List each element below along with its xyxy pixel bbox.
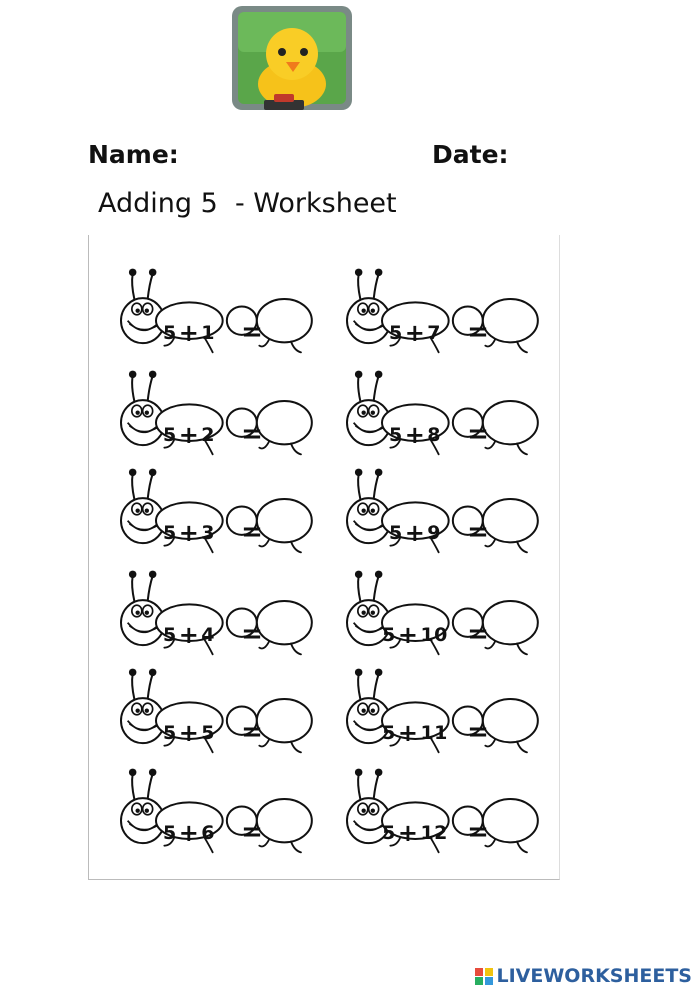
- problem-expression: 5+3: [162, 519, 216, 547]
- problem-expression: 5+6: [162, 819, 216, 847]
- answer-input[interactable]: [501, 615, 557, 655]
- ant-problem: 5+4 =: [101, 561, 331, 661]
- answer-input[interactable]: [275, 415, 331, 455]
- worksheet-area: 5+1 = 5+7 =: [88, 235, 560, 880]
- liveworksheets-logo-icon: [475, 968, 494, 985]
- ant-problem: 5+2 =: [101, 361, 331, 461]
- ant-drawing-icon: [346, 468, 539, 554]
- problem-expression: 5+2: [162, 421, 216, 449]
- ant-problem: 5+5 =: [101, 659, 331, 759]
- liveworksheets-brand[interactable]: LIVEWORKSHEETS: [474, 965, 692, 987]
- equals-sign: =: [467, 717, 489, 747]
- ant-drawing-icon: [346, 570, 539, 656]
- ant-problem: 5+12 =: [327, 759, 557, 859]
- equals-sign: =: [241, 317, 263, 347]
- equals-sign: =: [241, 817, 263, 847]
- answer-input[interactable]: [275, 513, 331, 553]
- answer-input[interactable]: [275, 713, 331, 753]
- equals-sign: =: [241, 717, 263, 747]
- ant-drawing-icon: [119, 768, 313, 854]
- problem-expression: 5+9: [388, 519, 442, 547]
- problem-expression: 5+7: [388, 319, 442, 347]
- problem-expression: 5+11: [382, 719, 448, 747]
- duck-at-chalkboard-icon: [232, 6, 352, 110]
- ant-drawing-icon: [119, 370, 313, 456]
- date-label: Date:: [432, 140, 509, 169]
- ant-problem: 5+1 =: [101, 259, 331, 359]
- equals-sign: =: [467, 817, 489, 847]
- answer-input[interactable]: [275, 313, 331, 353]
- problem-expression: 5+12: [382, 819, 448, 847]
- name-label: Name:: [88, 140, 179, 169]
- equals-sign: =: [241, 619, 263, 649]
- answer-input[interactable]: [501, 513, 557, 553]
- problem-expression: 5+1: [162, 319, 216, 347]
- ant-drawing-icon: [119, 668, 313, 754]
- equals-sign: =: [467, 317, 489, 347]
- ant-drawing-icon: [346, 268, 539, 354]
- brand-text: LIVEWORKSHEETS: [496, 965, 692, 987]
- problem-expression: 5+8: [388, 421, 442, 449]
- answer-input[interactable]: [501, 415, 557, 455]
- equals-sign: =: [467, 517, 489, 547]
- answer-input[interactable]: [501, 313, 557, 353]
- ant-drawing-icon: [346, 668, 539, 754]
- worksheet-title: Adding 5 - Worksheet: [98, 188, 397, 219]
- ant-problem: 5+8 =: [327, 361, 557, 461]
- equals-sign: =: [241, 517, 263, 547]
- ant-problem: 5+3 =: [101, 459, 331, 559]
- ant-problem: 5+9 =: [327, 459, 557, 559]
- ant-drawing-icon: [119, 268, 313, 354]
- equals-sign: =: [241, 419, 263, 449]
- answer-input[interactable]: [501, 813, 557, 853]
- equals-sign: =: [467, 419, 489, 449]
- ant-drawing-icon: [346, 768, 539, 854]
- problem-expression: 5+4: [162, 621, 216, 649]
- ant-drawing-icon: [346, 370, 539, 456]
- answer-input[interactable]: [501, 713, 557, 753]
- ant-problem: 5+10 =: [327, 561, 557, 661]
- ant-problem: 5+11 =: [327, 659, 557, 759]
- answer-input[interactable]: [275, 813, 331, 853]
- worksheet-logo: [230, 4, 354, 114]
- ant-problem: 5+6 =: [101, 759, 331, 859]
- ant-problem: 5+7 =: [327, 259, 557, 359]
- problem-expression: 5+10: [382, 621, 448, 649]
- problem-expression: 5+5: [162, 719, 216, 747]
- equals-sign: =: [467, 619, 489, 649]
- ant-drawing-icon: [119, 468, 313, 554]
- ant-drawing-icon: [119, 570, 313, 656]
- answer-input[interactable]: [275, 615, 331, 655]
